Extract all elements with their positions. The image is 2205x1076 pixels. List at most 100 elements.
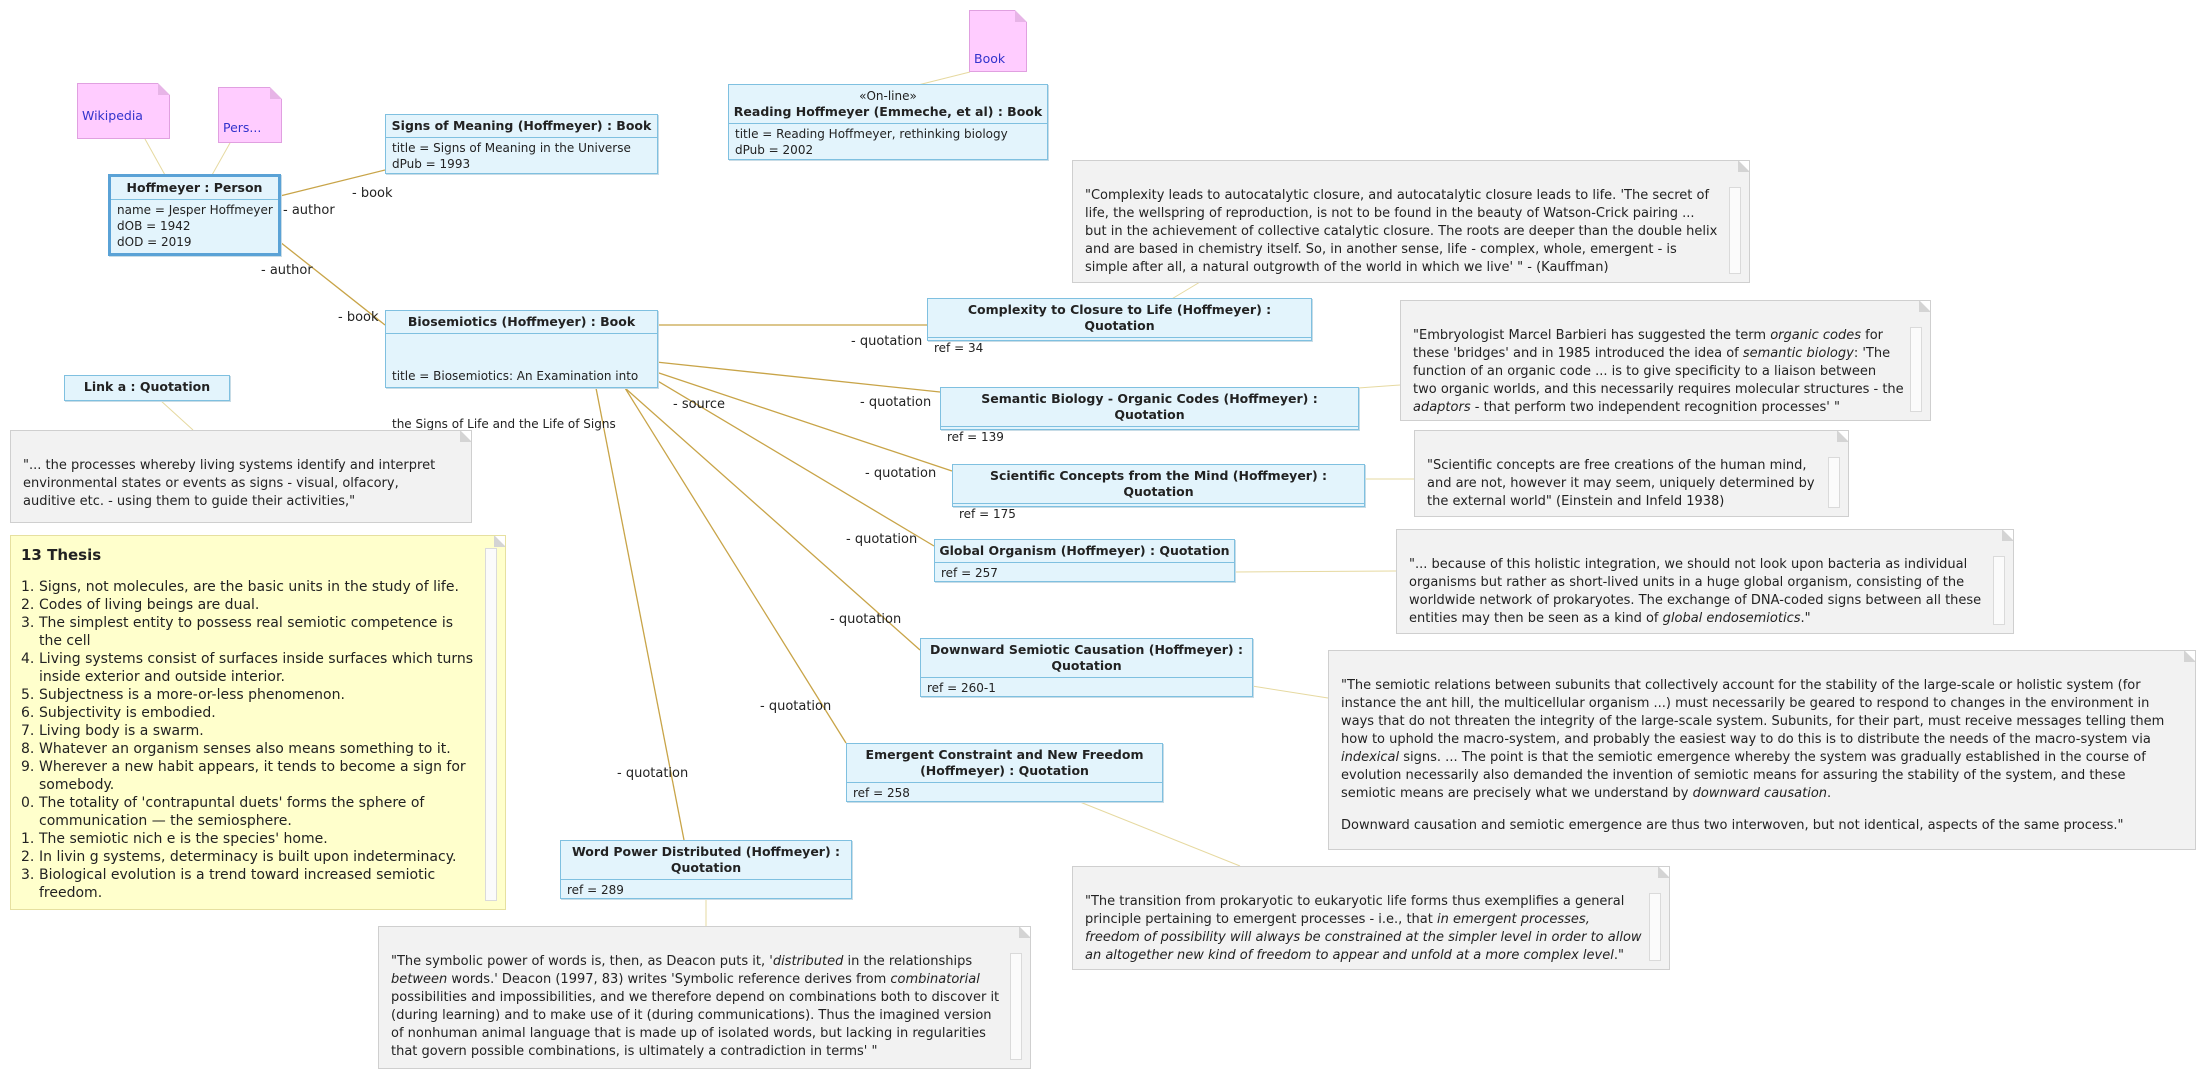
note-text-italic: global endosemiotics (1662, 611, 1801, 626)
book-link[interactable]: Book (969, 10, 1027, 72)
quotation-attr-ref: ref = 139 (947, 430, 1004, 444)
label-quotation-global: - quotation (846, 532, 918, 547)
quotation-attr-ref: ref = 34 (934, 341, 984, 355)
quotation-attr-ref: ref = 258 (853, 786, 910, 800)
note-text-italic: distributed (772, 954, 844, 969)
note-complexity: "Complexity leads to autocatalytic closu… (1072, 160, 1750, 283)
book-link-label: Book (974, 51, 1006, 66)
thesis-item-number: 7. (21, 723, 35, 739)
note-line: "... the processes whereby living system… (23, 458, 436, 473)
person-attr-name: name = Jesper Hoffmeyer (117, 203, 273, 217)
wikipedia-link[interactable]: Wikipedia (77, 83, 170, 139)
note-downward: "The semiotic relations between subunits… (1328, 650, 2196, 850)
quotation-global[interactable]: Global Organism (Hoffmeyer) : Quotation … (934, 539, 1235, 582)
book-signs-of-meaning-name: Signs of Meaning (Hoffmeyer) : Book (386, 115, 657, 138)
note-text: . (1827, 786, 1832, 801)
quotation-emergent-name-1: Emergent Constraint and New Freedom (865, 747, 1144, 762)
note-line: the external world" (Einstein and Infeld… (1427, 494, 1725, 509)
note-line: function of an organic code ... is to gi… (1413, 364, 1877, 379)
thesis-item: 2.In livin g systems, determinacy is bui… (21, 848, 477, 866)
note-scrollbar[interactable] (485, 548, 497, 901)
label-quotation-downward: - quotation (830, 612, 902, 627)
thesis-item-text: In livin g systems, determinacy is built… (39, 849, 457, 865)
anchor-semantic (1357, 384, 1401, 389)
thesis-item-text: Codes of living beings are dual. (39, 597, 260, 613)
quotation-emergent[interactable]: Emergent Constraint and New Freedom (Hof… (846, 743, 1163, 802)
note-text-italic: in emergent processes, (1436, 912, 1590, 927)
thesis-title: 13 Thesis (21, 546, 102, 564)
thesis-item: 5.Subjectness is a more-or-less phenomen… (21, 686, 477, 704)
quotation-scientific[interactable]: Scientific Concepts from the Mind (Hoffm… (952, 464, 1365, 521)
note-scrollbar[interactable] (1910, 327, 1922, 412)
note-text: in the relationships (843, 954, 973, 969)
thesis-item-number: 3. (21, 615, 35, 631)
thesis-item-text: Wherever a new habit appears, it tends t… (39, 759, 466, 793)
book-reading-hoffmeyer-stereotype: «On-line» (859, 89, 917, 103)
book-attr-dpub: dPub = 2002 (735, 143, 814, 157)
thesis-item: 4.Living systems consist of surfaces ins… (21, 650, 477, 686)
quotation-word-power[interactable]: Word Power Distributed (Hoffmeyer) : Quo… (560, 840, 852, 899)
note-scrollbar[interactable] (1649, 893, 1661, 961)
note-text: ." (1800, 611, 1811, 626)
note-line: that govern possible combinations, is ul… (391, 1044, 878, 1059)
note-line: and are not, however it may seem, unique… (1427, 476, 1815, 491)
thesis-item: 1.The semiotic nich e is the species' ho… (21, 830, 477, 848)
thesis-item-text: Subjectness is a more-or-less phenomenon… (39, 687, 345, 703)
thesis-item: 8.Whatever an organism senses also means… (21, 740, 477, 758)
label-quotation-scientific: - quotation (865, 466, 937, 481)
note-line: how to uphold the macro-system, and prob… (1341, 732, 2151, 747)
quotation-link-a-name: Link a : Quotation (83, 379, 211, 394)
note-text-italic: semantic biology (1742, 346, 1854, 361)
note-scrollbar[interactable] (1729, 187, 1741, 274)
note-scrollbar[interactable] (1993, 556, 2005, 625)
note-scrollbar[interactable] (1010, 953, 1022, 1060)
book-signs-of-meaning[interactable]: Signs of Meaning (Hoffmeyer) : Book titl… (385, 114, 658, 174)
note-text: words.' Deacon (1997, 83) writes 'Symbol… (447, 972, 891, 987)
person-page-link-label: Pers... (223, 120, 262, 135)
label-author-1: - author (283, 203, 335, 218)
book-attr-title-cont: the Signs of Life and the Life of Signs (392, 417, 616, 431)
assoc-bio-downward (624, 387, 921, 651)
quotation-downward[interactable]: Downward Semiotic Causation (Hoffmeyer) … (920, 638, 1253, 697)
quotation-attr-ref: ref = 260-1 (927, 681, 996, 695)
note-line: Downward causation and semiotic emergenc… (1341, 818, 2124, 833)
note-text: : 'The (1853, 346, 1891, 361)
note-scrollbar[interactable] (1828, 457, 1840, 508)
thesis-item-number: 3. (21, 867, 35, 883)
book-reading-hoffmeyer-name: Reading Hoffmeyer (Emmeche, et al) : Boo… (733, 104, 1043, 119)
note-line: environmental states or events as signs … (23, 476, 399, 491)
label-book-2: - book (338, 310, 379, 325)
quotation-semantic[interactable]: Semantic Biology - Organic Codes (Hoffme… (940, 387, 1359, 444)
note-line: evolution necessarily also demanded the … (1341, 768, 2126, 783)
note-line: two organic worlds, and this necessarily… (1413, 382, 1904, 397)
anchor-downward (1251, 685, 1329, 699)
note-text-italic: adaptors (1413, 400, 1471, 415)
note-scientific: "Scientific concepts are free creations … (1414, 430, 1849, 517)
quotation-link-a[interactable]: Link a : Quotation (64, 375, 230, 401)
thesis-item-number: 2. (21, 597, 35, 613)
thesis-item: 0.The totality of 'contrapuntal duets' f… (21, 794, 477, 830)
quotation-semantic-name: Semantic Biology - Organic Codes (Hoffme… (941, 388, 1358, 427)
label-quotation-complexity: - quotation (851, 334, 923, 349)
quotation-emergent-name-2: (Hoffmeyer) : Quotation (920, 763, 1089, 778)
note-line: organisms but rather as short-lived unit… (1409, 575, 1965, 590)
person-page-link[interactable]: Pers... (218, 87, 282, 143)
label-author-2: - author (261, 263, 313, 278)
note-line: "The semiotic relations between subunits… (1341, 678, 2141, 693)
note-line: simple after all, a natural outgrowth of… (1085, 260, 1609, 275)
note-text: semiotic means are precisely what we und… (1341, 786, 1693, 801)
thesis-item: 2.Codes of living beings are dual. (21, 596, 477, 614)
note-text: principle pertaining to emergent process… (1085, 912, 1437, 927)
person-hoffmeyer[interactable]: Hoffmeyer : Person name = Jesper Hoffmey… (108, 174, 281, 256)
quotation-attr-ref: ref = 257 (941, 566, 998, 580)
label-quotation-semantic: - quotation (860, 395, 932, 410)
book-biosemiotics[interactable]: Biosemiotics (Hoffmeyer) : Book title = … (385, 310, 658, 479)
thesis-item: 7.Living body is a swarm. (21, 722, 477, 740)
note-line: auditive etc. - using them to guide thei… (23, 494, 356, 509)
quotation-complexity[interactable]: Complexity to Closure to Life (Hoffmeyer… (927, 298, 1312, 355)
note-line: and are based in chemistry itself. So, i… (1085, 242, 1677, 257)
note-line: "... because of this holistic integratio… (1409, 557, 1968, 572)
thesis-item-number: 8. (21, 741, 35, 757)
book-reading-hoffmeyer[interactable]: «On-line» Reading Hoffmeyer (Emmeche, et… (728, 84, 1048, 160)
note-emergent: "The transition from prokaryotic to euka… (1072, 866, 1670, 970)
